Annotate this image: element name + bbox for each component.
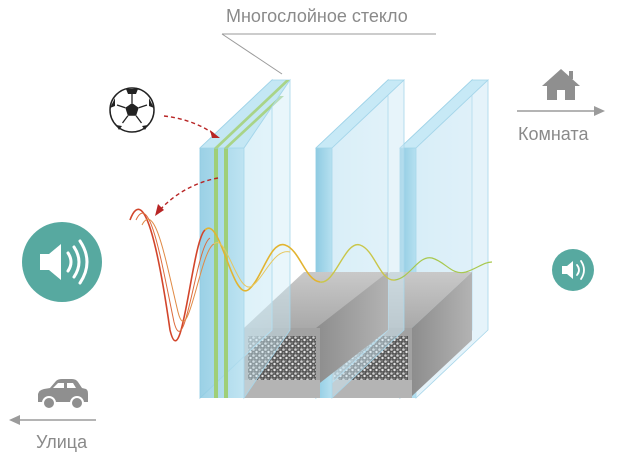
speaker-quiet-icon <box>552 249 594 291</box>
callout-leader <box>221 33 436 75</box>
spacer-frame-1 <box>244 272 388 398</box>
street-label: Улица <box>36 432 88 452</box>
multilayer-glass-label: Многослойное стекло <box>226 6 408 26</box>
trajectory-arrowhead <box>155 204 164 216</box>
house-icon <box>542 69 580 100</box>
room-label: Комната <box>518 124 589 144</box>
sound-wave <box>129 208 493 342</box>
trajectory-arrowhead <box>210 130 220 138</box>
room-direction-arrow <box>517 106 605 116</box>
soccer-ball-icon <box>109 87 155 133</box>
car-icon <box>38 379 88 410</box>
laminate-film <box>224 148 228 398</box>
laminated-glass-pane <box>198 78 291 400</box>
speaker-loud-icon <box>22 222 102 302</box>
street-direction-arrow <box>9 415 96 425</box>
desiccant-granules <box>248 336 316 380</box>
laminate-film <box>214 148 218 398</box>
ball-trajectory <box>159 115 219 211</box>
